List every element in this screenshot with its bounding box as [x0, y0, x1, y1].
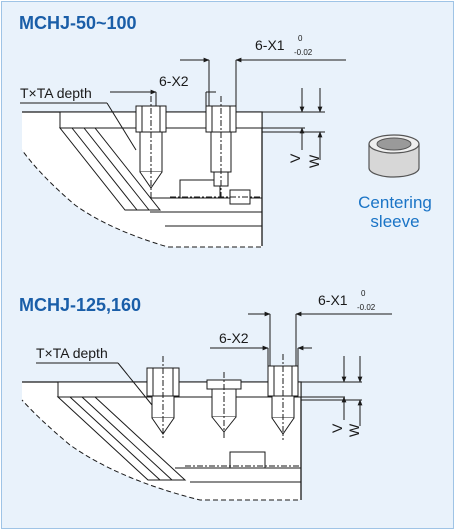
section1-title: MCHJ-50~100: [19, 13, 137, 33]
sleeve-label-line2: sleeve: [370, 212, 420, 231]
section1-depth-label: T×TA depth: [20, 85, 92, 101]
section1-tol-lower: -0.02: [294, 48, 313, 57]
section2-x1-label: 6-X1: [318, 292, 348, 308]
section2-w-label: W: [346, 423, 362, 437]
section1-bolt-2: [205, 96, 237, 200]
centering-sleeve-label: Centering sleeve: [340, 193, 450, 231]
section1-tol-upper: 0: [298, 34, 303, 43]
section2-v-label: V: [329, 423, 345, 433]
section2-x2-label: 6-X2: [219, 330, 249, 346]
sleeve-label-line1: Centering: [358, 193, 432, 212]
section1-x2-label: 6-X2: [159, 73, 189, 89]
centering-sleeve-icon: [368, 134, 420, 178]
section2-bolt-3: [267, 354, 299, 440]
section2-tol-upper: 0: [361, 289, 366, 298]
section2-depth-label: T×TA depth: [36, 345, 108, 361]
section2-tol-lower: -0.02: [357, 303, 376, 312]
section1-hatched-block: [58, 127, 162, 211]
section2-bolt-1: [146, 356, 180, 440]
section1-w-label: W: [306, 154, 322, 168]
section1-drawing: [20, 57, 346, 248]
section2-drawing: [21, 311, 392, 501]
section2-bolt-2: [206, 372, 242, 440]
section2-title: MCHJ-125,160: [19, 295, 142, 315]
section1-v-label: V: [287, 153, 303, 163]
section1-bolt-1: [135, 96, 167, 200]
section1-x1-label: 6-X1: [255, 37, 285, 53]
